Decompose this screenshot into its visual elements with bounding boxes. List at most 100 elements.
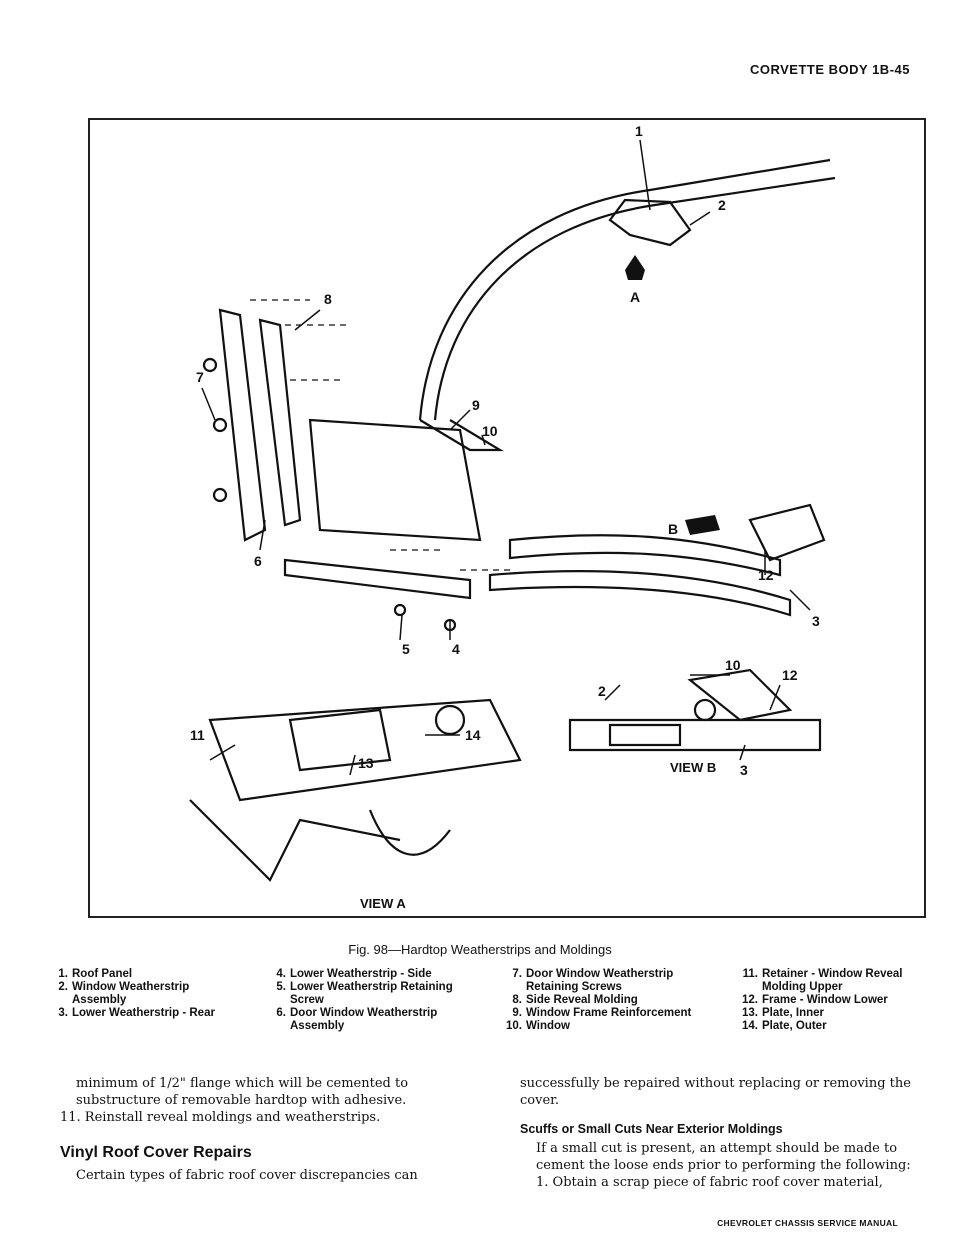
roof-panel-inner-edge — [433, 176, 836, 421]
figure-illustration: A B 1 2 3 4 5 6 7 8 9 10 12 11 13 14 VIE… — [189, 123, 836, 911]
legend-num: 10. — [506, 1020, 522, 1032]
door-window-weatherstrip — [218, 308, 267, 542]
marker-b: B — [668, 515, 720, 537]
legend-item: 2. Window Weatherstrip Assembly — [46, 981, 246, 1007]
legend-item: 5. Lower Weatherstrip Retaining Screw — [264, 981, 474, 1007]
legend-column-4: 11. Retainer - Window Reveal Molding Uppe… — [736, 968, 926, 1033]
figure-hardtop-weatherstrips: A B 1 2 3 4 5 6 7 8 9 10 12 11 13 14 VIE… — [88, 118, 926, 918]
molding-end-right — [748, 503, 826, 562]
left-continuation-text: minimum of 1/2" flange which will be cem… — [76, 1076, 409, 1108]
marker-a: A — [625, 255, 645, 305]
legend-column-3: 7. Door Window Weatherstrip Retaining Scr… — [500, 968, 710, 1033]
legend-text: Retainer - Window Reveal Molding Upper — [762, 968, 903, 993]
body-left-column: minimum of 1/2" flange which will be cem… — [60, 1075, 480, 1184]
legend-item: 10.Window — [500, 1020, 710, 1033]
legend-text: Door Window Weatherstrip Assembly — [290, 1007, 438, 1032]
legend-column-2: 4. Lower Weatherstrip - Side 5. Lower Weat… — [264, 968, 474, 1033]
view-b-weatherstrip — [693, 698, 717, 722]
section-heading: Vinyl Roof Cover Repairs — [60, 1144, 252, 1161]
legend-num: 8. — [512, 994, 522, 1006]
view-a-callout-11: 11 — [190, 727, 205, 743]
legend-item: 12. Frame - Window Lower — [736, 994, 926, 1007]
legend-num: 2. — [58, 981, 68, 993]
subsection-heading: Scuffs or Small Cuts Near Exterior Moldi… — [520, 1122, 783, 1136]
window-edge — [419, 419, 504, 452]
view-a-label: VIEW A — [360, 896, 406, 911]
view-a-retainer — [189, 799, 401, 882]
callout-7: 7 — [196, 369, 204, 385]
legend-text: Plate, Inner — [762, 1007, 824, 1019]
section-intro: Certain types of fabric roof cover discr… — [76, 1168, 418, 1183]
roof-panel-edge — [418, 158, 831, 421]
marker-b-label: B — [668, 521, 678, 537]
legend-text: Window Frame Reinforcement — [526, 1007, 692, 1019]
legend-num: 14. — [742, 1020, 758, 1032]
window-frame-reinforcement — [308, 418, 482, 542]
screw-7 — [202, 357, 218, 373]
legend-text: Side Reveal Molding — [526, 994, 638, 1006]
view-b-rail — [568, 718, 822, 752]
legend-text: Window Weatherstrip Assembly — [72, 981, 190, 1006]
screw-5 — [393, 603, 407, 617]
legend-text: Lower Weatherstrip Retaining Screw — [290, 981, 453, 1006]
legend-item: 6. Door Window Weatherstrip Assembly — [264, 1007, 474, 1033]
frame-window-lower — [508, 534, 782, 577]
legend-item: 11. Retainer - Window Reveal Molding Uppe… — [736, 968, 926, 994]
legend-text: Door Window Weatherstrip Retaining Screw… — [526, 968, 674, 993]
body-right-column: successfully be repaired without replaci… — [520, 1075, 930, 1191]
view-a-bracket — [368, 809, 451, 856]
lower-weatherstrip-rear — [488, 570, 792, 617]
lower-weatherstrip-side — [283, 558, 472, 600]
step-1: 1. Obtain a scrap piece of fabric roof c… — [536, 1175, 883, 1190]
legend-text: Lower Weatherstrip - Rear — [72, 1007, 215, 1019]
view-a-pin — [434, 704, 466, 736]
view-b-window — [687, 668, 793, 722]
callout-9: 9 — [472, 397, 480, 413]
view-b-clip — [608, 723, 682, 747]
legend-item: 9. Window Frame Reinforcement — [500, 1007, 710, 1020]
legend-text: Frame - Window Lower — [762, 994, 888, 1006]
callout-5: 5 — [402, 641, 410, 657]
view-b-callout-2: 2 — [598, 683, 606, 699]
legend-item: 1. Roof Panel — [46, 968, 246, 981]
legend-item: 8. Side Reveal Molding — [500, 994, 710, 1007]
callout-10: 10 — [482, 423, 498, 439]
legend-num: 1. — [58, 968, 68, 980]
legend-item: 3.Lower Weatherstrip - Rear — [46, 1007, 246, 1020]
legend-column-1: 1. Roof Panel 2. Window Weatherstrip Assem… — [46, 968, 246, 1020]
subsection-text: If a small cut is present, an attempt sh… — [536, 1141, 911, 1173]
figure-caption: Fig. 98—Hardtop Weatherstrips and Moldin… — [348, 942, 612, 957]
legend-num: 12. — [742, 994, 758, 1006]
assembly-lines — [250, 299, 510, 571]
view-b-label: VIEW B — [670, 760, 716, 775]
window-weatherstrip-top — [608, 198, 692, 247]
footer-manual-title: CHEVROLET CHASSIS SERVICE MANUAL — [717, 1218, 898, 1228]
callout-3: 3 — [812, 613, 820, 629]
legend-num: 9. — [512, 1007, 522, 1019]
callout-4: 4 — [452, 641, 460, 657]
step-11: 11. Reinstall reveal moldings and weathe… — [60, 1110, 381, 1125]
view-b-callout-3: 3 — [740, 762, 748, 778]
right-continuation-text: successfully be repaired without replaci… — [520, 1076, 911, 1108]
legend-text: Plate, Outer — [762, 1020, 827, 1032]
callout-2: 2 — [718, 197, 726, 213]
legend-num: 7. — [512, 968, 522, 980]
view-a-callout-14: 14 — [465, 727, 481, 743]
legend-item: 4. Lower Weatherstrip - Side — [264, 968, 474, 981]
legend-text: Lower Weatherstrip - Side — [290, 968, 432, 980]
legend-num: 4. — [276, 968, 286, 980]
running-head: CORVETTE BODY 1B-45 — [749, 62, 910, 77]
legend-num: 13. — [742, 1007, 758, 1019]
marker-a-label: A — [630, 289, 640, 305]
legend-item: 7. Door Window Weatherstrip Retaining Scr… — [500, 968, 710, 994]
view-a-plate-outer — [208, 698, 522, 802]
legend-num: 6. — [276, 1007, 286, 1019]
side-reveal-molding — [258, 318, 302, 527]
legend-num: 11. — [742, 968, 758, 980]
callout-8: 8 — [324, 291, 332, 307]
legend-text: Roof Panel — [72, 968, 133, 980]
callout-6: 6 — [254, 553, 262, 569]
legend-num: 5. — [276, 981, 286, 993]
screw-7c — [212, 487, 228, 503]
legend-item: 14. Plate, Outer — [736, 1020, 926, 1033]
